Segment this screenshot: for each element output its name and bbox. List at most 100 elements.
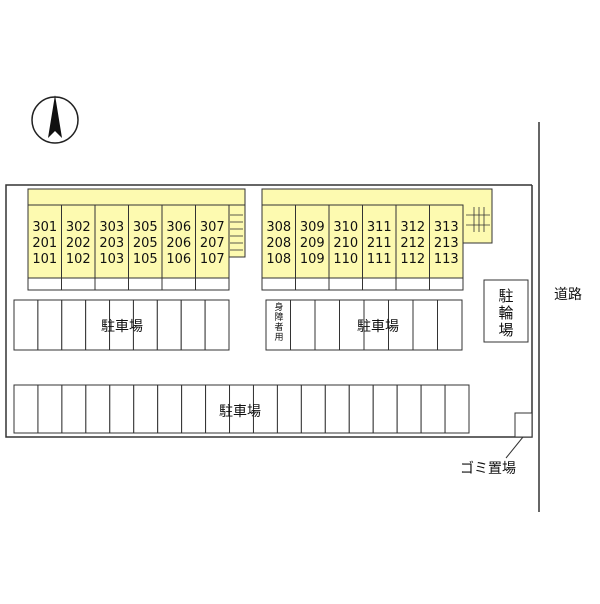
parking-stall [61,299,87,351]
parking-stall [265,299,291,351]
unit-number: 301 [32,220,57,235]
parking-label-right: 駐車場 [357,318,399,335]
unit-number: 102 [66,252,91,267]
parking-stall [396,384,422,434]
unit-number: 111 [367,252,392,267]
svg-text:駐: 駐 [498,287,513,305]
balcony [94,277,129,291]
parking-stall [290,299,316,351]
svg-text:障: 障 [274,311,283,323]
building-left: 3012011013022021023032031033052051053062… [27,188,246,291]
parking-stall [372,384,398,434]
unit-number: 302 [66,220,91,235]
unit-number: 207 [200,236,225,251]
building-right: 3082081083092091093102101103112111113122… [261,188,493,291]
parking-stall [85,384,111,434]
unit-number: 105 [133,252,158,267]
unit-number: 212 [400,236,425,251]
unit-number: 303 [99,220,124,235]
parking-label-left: 駐車場 [101,318,143,335]
parking-stall [204,299,230,351]
unit-number: 203 [99,236,124,251]
parking-stall [133,384,159,434]
unit-number: 208 [266,236,291,251]
parking-stall [13,299,39,351]
parking-label-bottom: 駐車場 [219,403,261,420]
unit-number: 107 [200,252,225,267]
unit-number: 305 [133,220,158,235]
stair-right [466,207,490,232]
parking-stall [109,384,135,434]
north-arrow-icon [31,95,79,144]
unit-number: 106 [166,252,191,267]
balcony [161,277,196,291]
svg-text:身: 身 [274,301,283,313]
unit-number: 202 [66,236,91,251]
unit-number: 307 [200,220,225,235]
unit-number: 110 [333,252,358,267]
parking-stall [444,384,470,434]
parking-stall [348,384,374,434]
unit-number: 101 [32,252,57,267]
parking-stall [13,384,39,434]
parking-stall [276,384,302,434]
unit-number: 206 [166,236,191,251]
parking-stall [180,299,206,351]
unit-number: 308 [266,220,291,235]
unit-number: 205 [133,236,158,251]
balcony [128,277,163,291]
balcony [261,277,296,291]
parking-stall [157,384,183,434]
unit-number: 306 [166,220,191,235]
site-boundary [5,184,533,438]
garbage-area: ゴミ置場 [460,412,533,477]
unit-number: 201 [32,236,57,251]
unit-number: 103 [99,252,124,267]
parking-stall [61,384,87,434]
unit-number: 108 [266,252,291,267]
svg-text:輪: 輪 [498,304,513,322]
balcony [395,277,430,291]
balcony [27,277,62,291]
parking-stall [339,299,365,351]
unit-number: 211 [367,236,392,251]
parking-stall [437,299,463,351]
bicycle-parking: 駐輪場 [483,279,529,343]
balcony [295,277,330,291]
svg-text:用: 用 [274,332,283,343]
balcony [195,277,230,291]
balcony [429,277,464,291]
parking-stall [412,299,438,351]
unit-number: 310 [333,220,358,235]
svg-text:者: 者 [274,322,283,333]
parking-stall [37,384,63,434]
balcony [61,277,96,291]
unit-number: 313 [434,220,459,235]
parking-stall [420,384,446,434]
balcony [328,277,363,291]
balcony [362,277,397,291]
unit-number: 213 [434,236,459,251]
unit-number: 210 [333,236,358,251]
parking-stall [324,384,350,434]
unit-number: 309 [300,220,325,235]
svg-text:場: 場 [498,321,513,339]
unit-number: 312 [400,220,425,235]
parking-bottom: 駐車場 [13,384,470,434]
parking-stall [314,299,340,351]
